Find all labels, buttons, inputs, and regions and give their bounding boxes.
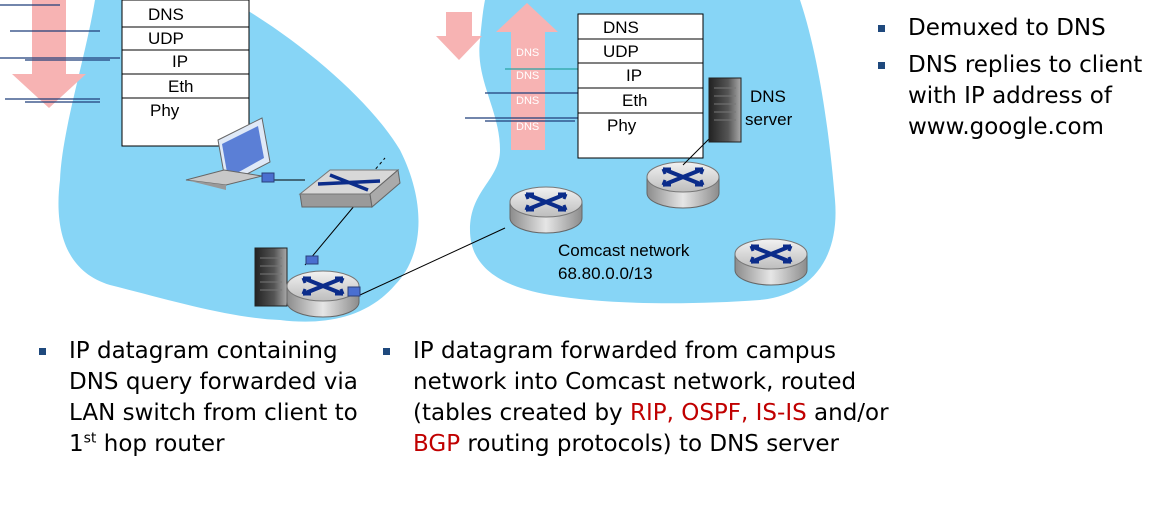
ghost-dns-3: DNS [516, 95, 539, 107]
header-lines [0, 4, 585, 122]
server-layer-phy: Phy [607, 116, 637, 135]
ghost-dns-1: DNS [516, 47, 539, 59]
comcast-network-label: Comcast network [558, 241, 690, 260]
link-lines [270, 157, 506, 296]
client-layer-eth: Eth [168, 77, 194, 96]
server-layer-dns: DNS [603, 18, 639, 37]
client-layer-udp: UDP [148, 29, 184, 48]
ordinal-suffix: st [83, 430, 97, 447]
bottom-left-bullet-list: IP datagram containing DNS query forward… [35, 336, 365, 460]
comcast-router-2-icon [645, 160, 721, 210]
campus-server-icon [254, 247, 288, 307]
router-port [305, 255, 319, 265]
client-protocol-stack: DNS UDP IP Eth Phy [121, 0, 250, 147]
lan-switch-icon [298, 169, 401, 208]
right-bullet-list: Demuxed to DNS DNS replies to client wit… [874, 13, 1166, 143]
laptop-icon [185, 117, 275, 190]
bullet-routing: IP datagram forwarded from campus networ… [379, 336, 899, 460]
client-layer-ip: IP [172, 52, 188, 71]
ghost-dns-labels: DNS DNS DNS DNS [516, 47, 539, 133]
upward-arrow-right [496, 3, 558, 150]
server-layer-udp: UDP [603, 42, 639, 61]
comcast-router-3-icon [733, 237, 809, 287]
bottom-middle-bullet-list: IP datagram forwarded from campus networ… [379, 336, 899, 460]
red-protocols-2: BGP [413, 431, 461, 457]
client-layer-dns: DNS [148, 5, 184, 24]
comcast-prefix-label: 68.80.0.0/13 [558, 264, 653, 283]
bullet-lan-forwarding: IP datagram containing DNS query forward… [35, 336, 365, 460]
dns-server-label-line2: server [745, 110, 793, 129]
bullet-demuxed: Demuxed to DNS [874, 13, 1166, 44]
bullet-dns-replies: DNS replies to client with IP address of… [874, 50, 1166, 143]
server-layer-eth: Eth [622, 91, 648, 110]
server-layer-ip: IP [626, 66, 642, 85]
red-protocols-1: RIP, OSPF, IS-IS [629, 400, 807, 426]
downward-arrow-small [436, 12, 482, 60]
router-port-2 [347, 286, 361, 297]
comcast-router-1-icon [508, 185, 584, 235]
downward-arrow-left [12, 0, 86, 108]
dns-server-icon [708, 77, 742, 143]
ghost-dns-4: DNS [516, 121, 539, 133]
client-layer-phy: Phy [150, 101, 180, 120]
server-protocol-stack: DNS UDP IP Eth Phy [577, 13, 704, 159]
dns-server-label-line1: DNS [750, 87, 786, 106]
ghost-dns-2: DNS [516, 70, 539, 82]
